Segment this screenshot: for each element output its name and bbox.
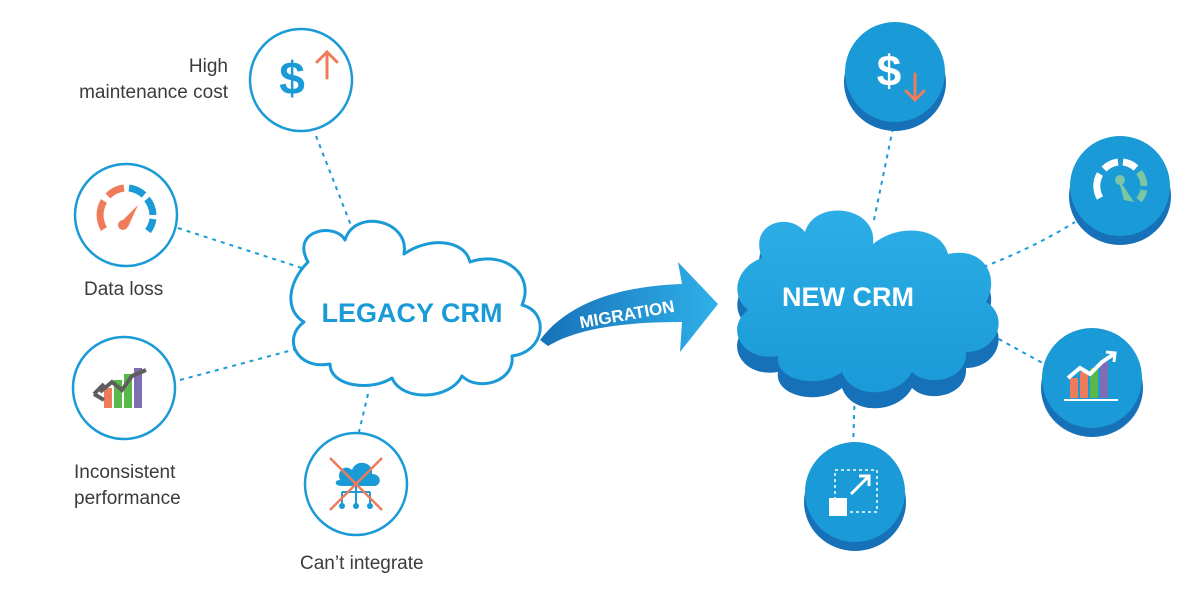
issue-maintenance-cost: $ — [248, 27, 354, 133]
benefit-gauge — [1069, 136, 1171, 245]
connector-cost-down — [873, 127, 894, 221]
benefit-cost-down: $ — [844, 22, 946, 131]
connector-data-loss — [177, 227, 309, 271]
label-maintenance-cost: High maintenance cost — [60, 54, 228, 106]
issue-performance — [71, 335, 177, 441]
label-data-loss: Data loss — [84, 277, 163, 303]
dollar-up-icon: $ — [279, 49, 339, 104]
svg-text:$: $ — [877, 47, 901, 96]
connector-gauge — [974, 221, 1076, 271]
legacy-cloud: LEGACY CRM — [289, 219, 542, 397]
svg-text:$: $ — [279, 52, 305, 104]
scale-expand-icon — [829, 469, 878, 516]
benefit-growth — [1041, 328, 1143, 437]
label-data-loss-line1: Data loss — [84, 279, 164, 300]
gauge-icon — [96, 184, 157, 234]
new-cloud: NEW CRM — [737, 210, 999, 409]
label-performance: Inconsistent performance — [74, 460, 181, 512]
migration-arrow: MIGRATION — [540, 262, 718, 352]
label-integrate: Can’t integrate — [300, 551, 424, 577]
legacy-cloud-shape — [289, 219, 542, 397]
connector-maintenance — [315, 135, 353, 229]
label-maintenance-line1: High — [188, 56, 228, 77]
label-performance-line2: performance — [74, 488, 181, 509]
label-maintenance-line2: maintenance cost — [79, 82, 228, 103]
connector-integrate — [358, 393, 369, 433]
benefit-scale — [804, 442, 906, 551]
connector-performance — [179, 347, 301, 381]
issue-integrate — [303, 431, 409, 537]
label-performance-line1: Inconsistent — [74, 462, 176, 483]
bar-chart-down-icon — [92, 368, 147, 408]
new-cloud-shape — [737, 210, 999, 393]
legacy-connectors — [177, 135, 369, 433]
bar-chart-up-icon — [1064, 350, 1118, 401]
dollar-down-icon: $ — [877, 47, 926, 103]
gauge-icon — [1093, 158, 1148, 203]
label-integrate-line1: Can’t integrate — [300, 553, 424, 574]
cloud-crossed-icon — [329, 457, 383, 511]
new-title: NEW CRM — [782, 282, 914, 312]
migration-arrow-shape — [540, 262, 718, 352]
issue-data-loss — [73, 162, 179, 268]
legacy-title: LEGACY CRM — [321, 298, 502, 328]
